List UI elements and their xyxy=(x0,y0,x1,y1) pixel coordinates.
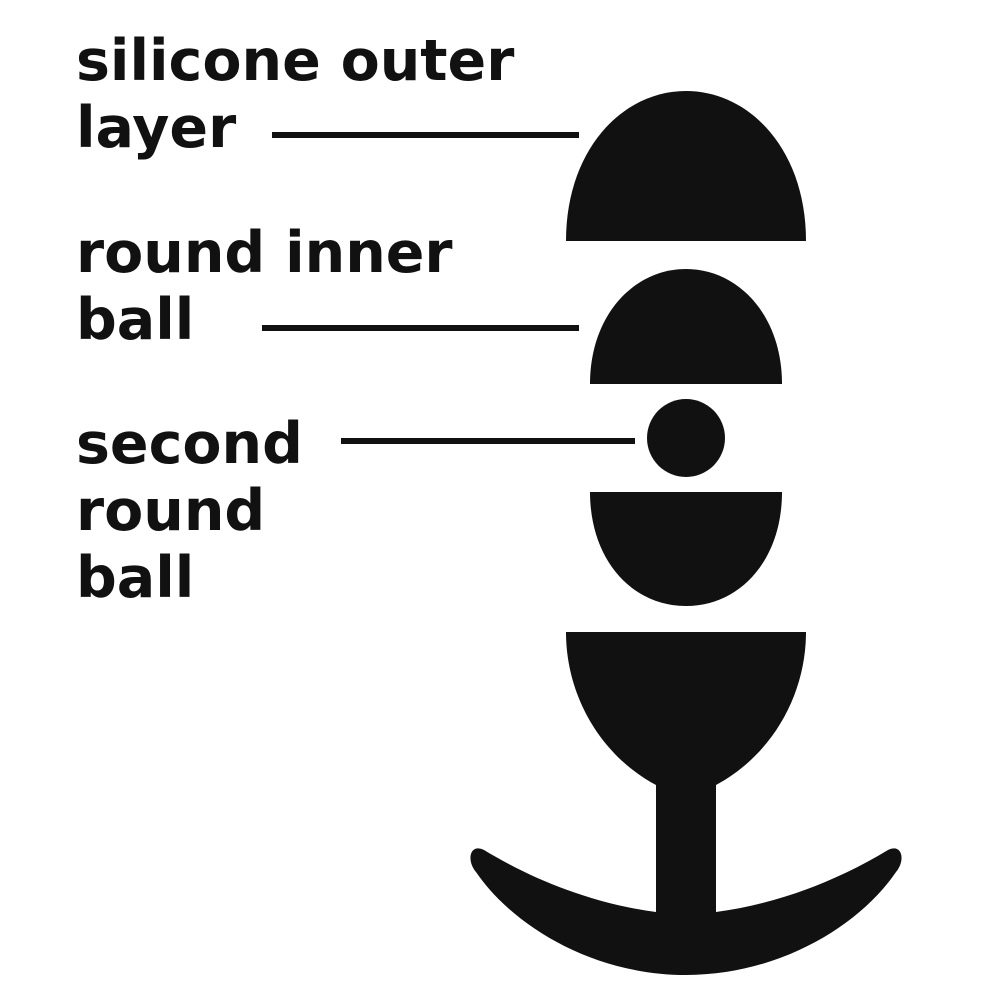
label-second-round-ball: second round ball xyxy=(76,411,303,612)
leader-line-inner-ball xyxy=(262,325,579,331)
leader-line-second-ball xyxy=(341,438,635,444)
inner-ball-dome-shape xyxy=(590,269,782,384)
outer-layer-dome-shape xyxy=(566,91,806,241)
label-silicone-outer-layer: silicone outer layer xyxy=(76,28,514,162)
base-anchor-shape xyxy=(470,632,902,975)
lower-bowl-shape xyxy=(590,492,782,606)
label-silicone-outer-layer-line2: layer xyxy=(76,95,237,161)
label-second-round-ball-line3: ball xyxy=(76,545,195,611)
leader-line-outer-layer xyxy=(272,132,579,138)
label-second-round-ball-line1: second xyxy=(76,411,303,477)
label-round-inner-ball: round inner ball xyxy=(76,220,453,354)
second-round-ball-circle xyxy=(647,399,725,477)
label-round-inner-ball-line1: round inner xyxy=(76,220,453,286)
label-round-inner-ball-line2: ball xyxy=(76,287,195,353)
label-second-round-ball-line2: round xyxy=(76,478,266,544)
label-silicone-outer-layer-line1: silicone outer xyxy=(76,28,515,94)
